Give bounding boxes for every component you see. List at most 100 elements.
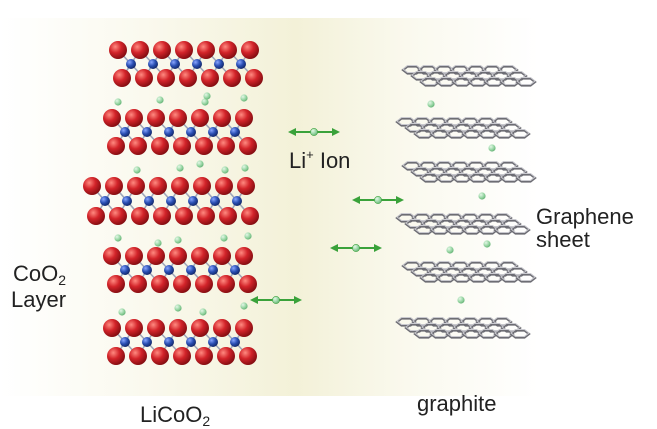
hexagon-ring-highlight bbox=[484, 77, 504, 85]
cobalt-atom bbox=[166, 196, 176, 206]
hexagon-ring-highlight bbox=[452, 273, 472, 281]
li-ion bbox=[154, 239, 162, 247]
cobalt-atom bbox=[230, 127, 240, 137]
oxygen-atom bbox=[135, 69, 153, 87]
oxygen-atom bbox=[239, 275, 257, 293]
oxygen-atom bbox=[169, 319, 187, 337]
hexagon-ring bbox=[419, 173, 441, 183]
hexagon-ring-highlight bbox=[462, 225, 482, 233]
hexagon-ring bbox=[435, 173, 457, 183]
graphene-sheet bbox=[401, 261, 537, 283]
hexagon-ring bbox=[429, 329, 451, 339]
graphite-label: graphite bbox=[417, 391, 497, 416]
hexagon-ring-highlight bbox=[468, 273, 488, 281]
hexagon-ring-highlight bbox=[500, 77, 520, 85]
li-ion bbox=[483, 240, 491, 248]
double-arrow bbox=[330, 244, 382, 252]
li-ion bbox=[488, 144, 496, 152]
cobalt-atom bbox=[186, 337, 196, 347]
oxygen-atom bbox=[175, 207, 193, 225]
li-ion bbox=[457, 296, 465, 304]
hexagon-ring bbox=[467, 77, 489, 87]
hexagon-ring-highlight bbox=[436, 173, 456, 181]
coo2-layer bbox=[103, 319, 257, 365]
hexagon-ring-highlight bbox=[484, 173, 504, 181]
lithium-ions bbox=[114, 92, 496, 316]
hexagon-ring-highlight bbox=[516, 77, 536, 85]
oxygen-atom bbox=[179, 69, 197, 87]
oxygen-atom bbox=[127, 177, 145, 195]
hexagon-ring bbox=[499, 273, 521, 283]
oxygen-atom bbox=[219, 207, 237, 225]
hexagon-ring bbox=[477, 129, 499, 139]
li-ion bbox=[220, 234, 228, 242]
hexagon-ring bbox=[483, 77, 505, 87]
hexagon-ring-highlight bbox=[500, 173, 520, 181]
cobalt-atom bbox=[120, 127, 130, 137]
oxygen-atom bbox=[191, 319, 209, 337]
oxygen-atom bbox=[173, 347, 191, 365]
graphene-sheet bbox=[395, 317, 531, 339]
cobalt-atom bbox=[142, 337, 152, 347]
li-ion bbox=[240, 302, 248, 310]
li-ion bbox=[221, 166, 229, 174]
ion-word: Ion bbox=[313, 148, 351, 173]
arrow-head-left bbox=[288, 128, 296, 136]
oxygen-atom bbox=[235, 109, 253, 127]
cobalt-atom bbox=[186, 265, 196, 275]
oxygen-atom bbox=[151, 137, 169, 155]
oxygen-atom bbox=[129, 347, 147, 365]
arrow-head-right bbox=[374, 244, 382, 252]
cobalt-atom bbox=[210, 196, 220, 206]
oxygen-atom bbox=[217, 275, 235, 293]
oxygen-atom bbox=[175, 41, 193, 59]
hexagon-ring-highlight bbox=[462, 329, 482, 337]
licoo2-formula: LiCoO bbox=[140, 402, 203, 427]
graphene-sheet bbox=[401, 161, 537, 183]
oxygen-atom bbox=[173, 275, 191, 293]
li-ion bbox=[427, 100, 435, 108]
hexagon-ring-highlight bbox=[430, 329, 450, 337]
li-symbol: Li bbox=[289, 148, 307, 173]
hexagon-ring bbox=[445, 225, 467, 235]
oxygen-atom bbox=[195, 347, 213, 365]
cobalt-atom bbox=[192, 59, 202, 69]
oxygen-atom bbox=[191, 247, 209, 265]
oxygen-atom bbox=[223, 69, 241, 87]
hexagon-ring bbox=[509, 329, 531, 339]
li-ion bbox=[174, 304, 182, 312]
graphene-sheet bbox=[395, 213, 531, 235]
hexagon-ring-highlight bbox=[452, 173, 472, 181]
oxygen-atom bbox=[169, 247, 187, 265]
hexagon-ring-highlight bbox=[430, 225, 450, 233]
coo2-layer bbox=[83, 177, 259, 225]
hexagon-ring bbox=[419, 273, 441, 283]
hexagon-ring bbox=[509, 225, 531, 235]
hexagon-ring bbox=[461, 225, 483, 235]
li-ion bbox=[176, 164, 184, 172]
oxygen-atom bbox=[237, 177, 255, 195]
hexagon-ring-highlight bbox=[494, 225, 514, 233]
hexagon-ring-highlight bbox=[510, 329, 530, 337]
oxygen-atom bbox=[87, 207, 105, 225]
licoo2-label: LiCoO2 bbox=[140, 403, 210, 429]
cobalt-atom bbox=[142, 265, 152, 275]
hexagon-ring-highlight bbox=[510, 129, 530, 137]
oxygen-atom bbox=[129, 137, 147, 155]
hexagon-ring-highlight bbox=[420, 273, 440, 281]
cobalt-atom bbox=[208, 337, 218, 347]
hexagon-ring-highlight bbox=[484, 273, 504, 281]
hexagon-ring bbox=[515, 77, 537, 87]
graphene-word: Graphene bbox=[536, 204, 634, 229]
cobalt-atom bbox=[126, 59, 136, 69]
hexagon-ring bbox=[477, 225, 499, 235]
oxygen-atom bbox=[217, 347, 235, 365]
oxygen-atom bbox=[107, 347, 125, 365]
oxygen-atom bbox=[83, 177, 101, 195]
arrow-head-left bbox=[330, 244, 338, 252]
hexagon-ring bbox=[477, 329, 499, 339]
cobalt-atom bbox=[186, 127, 196, 137]
hexagon-ring-highlight bbox=[420, 77, 440, 85]
oxygen-atom bbox=[197, 207, 215, 225]
hexagon-ring-highlight bbox=[420, 173, 440, 181]
